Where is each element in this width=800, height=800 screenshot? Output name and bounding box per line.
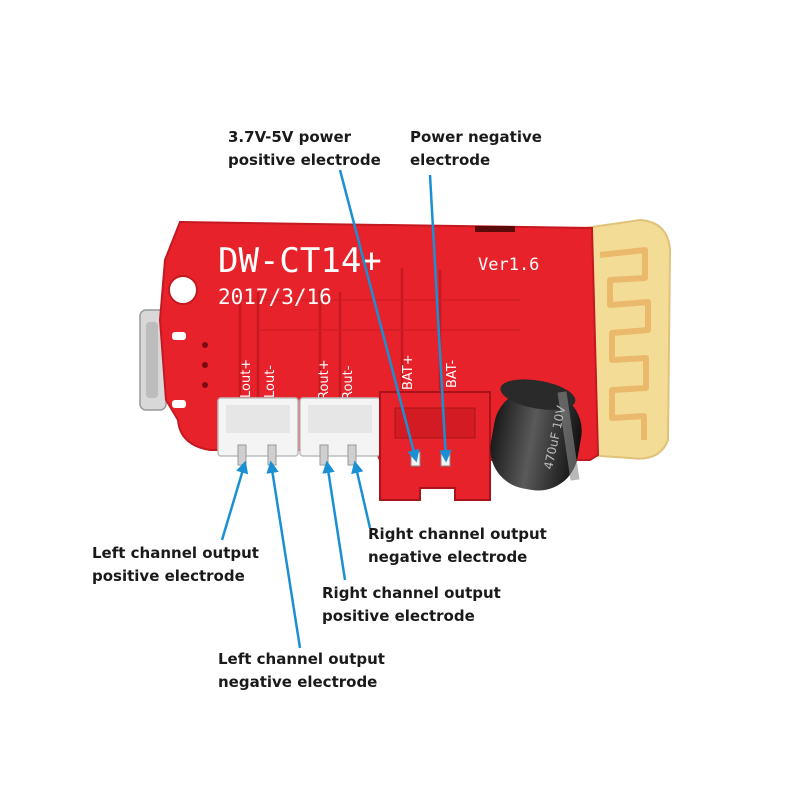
- callout-power-negative-line1: Power negative: [410, 128, 542, 146]
- callout-arrows: [220, 169, 452, 649]
- board-date-text: 2017/3/16: [218, 285, 332, 309]
- silk-lout-plus: Lout+: [239, 359, 254, 398]
- callout-left-negative-line1: Left channel output: [218, 650, 385, 668]
- arrow-power-pos: [338, 169, 420, 463]
- silk-bat-minus: BAT-: [445, 359, 460, 388]
- callout-right-negative-line2: negative electrode: [368, 548, 528, 566]
- arrow-left-neg: [266, 460, 302, 649]
- right-channel-connector: [299, 397, 381, 466]
- silk-rout-minus: Rout-: [341, 365, 356, 400]
- callout-left-negative: Left channel output negative electrode: [218, 648, 385, 694]
- arrow-left-pos: [220, 460, 249, 541]
- callout-right-positive: Right channel output positive electrode: [322, 582, 501, 628]
- arrow-power-neg: [428, 174, 452, 463]
- board-version-text: Ver1.6: [478, 255, 539, 275]
- callout-left-negative-line2: negative electrode: [218, 673, 378, 691]
- callout-right-positive-line2: positive electrode: [322, 607, 475, 625]
- battery-connector: [379, 391, 491, 501]
- silk-rout-plus: Rout+: [317, 359, 332, 400]
- arrow-right-pos: [322, 460, 347, 581]
- antenna-pcb: [584, 218, 672, 460]
- capacitor: 470uF 10V: [490, 379, 582, 491]
- left-channel-connector: [217, 397, 299, 466]
- callout-power-negative-line2: electrode: [410, 151, 491, 169]
- side-connector: [139, 309, 167, 411]
- callout-left-positive-line2: positive electrode: [92, 567, 245, 585]
- callout-left-positive: Left channel output positive electrode: [92, 542, 259, 588]
- callout-left-positive-line1: Left channel output: [92, 544, 259, 562]
- callout-power-positive-line2: positive electrode: [228, 151, 381, 169]
- callout-right-positive-line1: Right channel output: [322, 584, 501, 602]
- callout-power-positive-line1: 3.7V-5V power: [228, 128, 352, 146]
- silk-bat-plus: BAT+: [401, 354, 416, 390]
- silk-lout-minus: Lout-: [263, 365, 278, 398]
- arrow-right-neg: [351, 460, 372, 529]
- callout-power-negative: Power negative electrode: [410, 126, 542, 172]
- callout-power-positive: 3.7V-5V power positive electrode: [228, 126, 381, 172]
- callout-right-negative: Right channel output negative electrode: [368, 523, 547, 569]
- callout-right-negative-line1: Right channel output: [368, 525, 547, 543]
- board-model-text: DW-CT14+: [218, 241, 382, 281]
